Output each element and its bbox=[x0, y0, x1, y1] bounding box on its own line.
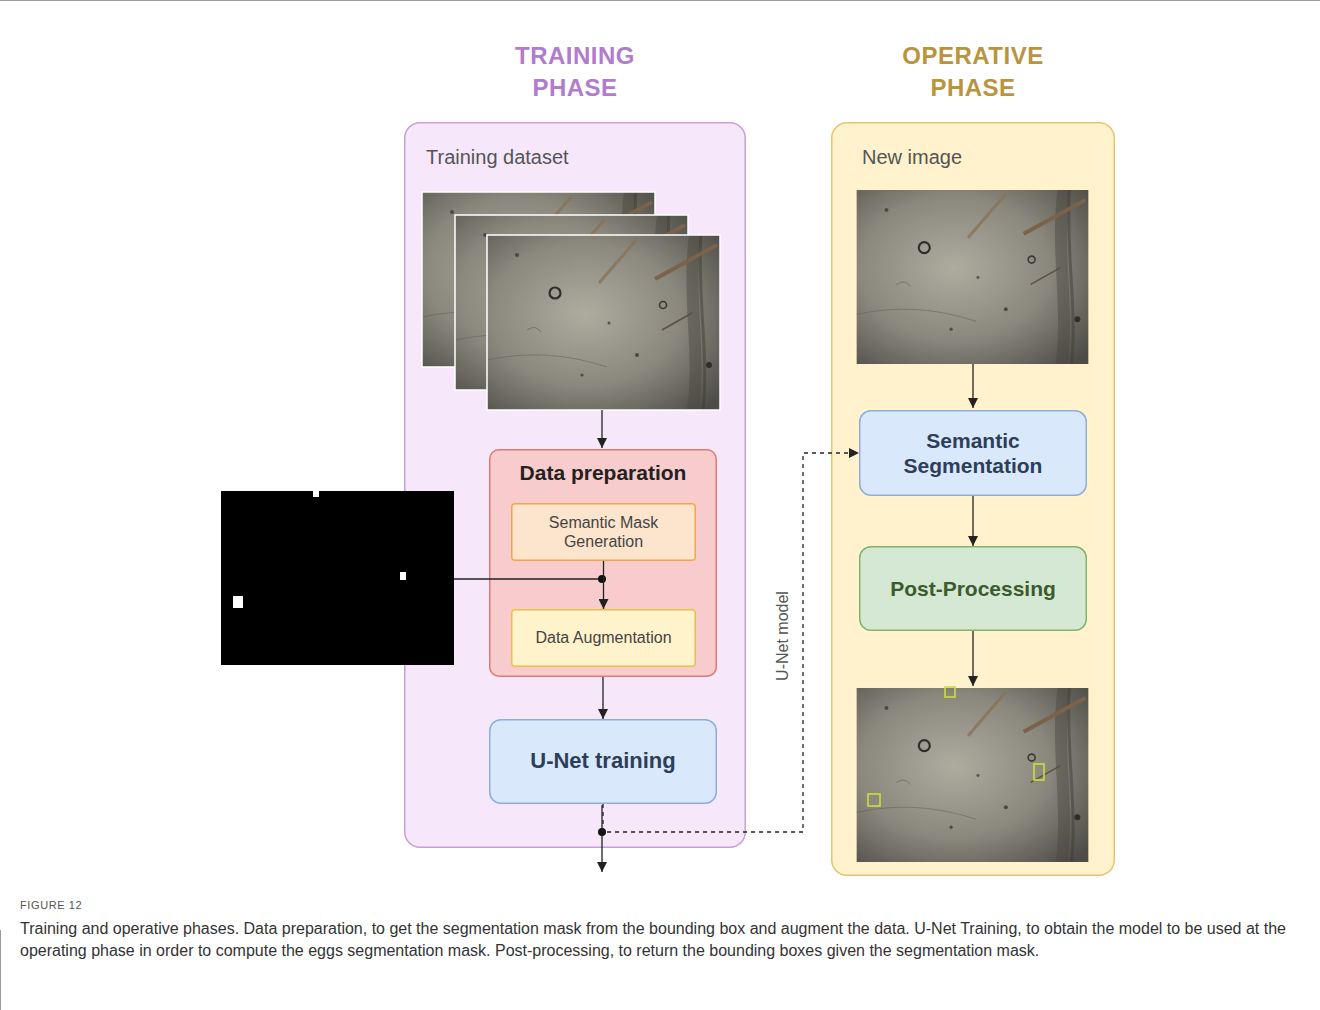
box-label: Post-Processing bbox=[882, 576, 1064, 601]
box-label: Semantic Mask Generation bbox=[511, 513, 696, 551]
training-image bbox=[487, 235, 720, 410]
flow-connector bbox=[603, 453, 859, 832]
flow-connector bbox=[602, 677, 603, 719]
page-frame bbox=[0, 930, 1, 1010]
panel-label: Training dataset bbox=[426, 144, 746, 170]
phase-panel: TRAINING PHASETraining datasetData prepa… bbox=[404, 122, 746, 848]
image-border bbox=[487, 235, 720, 410]
box-label: Data Augmentation bbox=[527, 628, 679, 647]
result-image bbox=[857, 688, 1089, 862]
process-box: Semantic Mask Generation bbox=[511, 503, 696, 561]
process-box: Post-Processing bbox=[859, 546, 1087, 631]
flow-connector bbox=[603, 561, 604, 609]
mask-blob bbox=[313, 491, 319, 497]
process-box: U-Net training bbox=[489, 719, 717, 804]
edge-label-holder: U-Net model bbox=[774, 588, 792, 684]
flow-arrow bbox=[972, 364, 973, 408]
image-border bbox=[455, 215, 688, 390]
training-image bbox=[455, 215, 688, 390]
mask-link bbox=[454, 578, 602, 579]
bounding-box bbox=[1034, 764, 1044, 780]
figure-caption: Training and operative phases. Data prep… bbox=[20, 918, 1295, 962]
flow-arrow bbox=[601, 805, 602, 872]
group-box: Data preparationSemantic Mask Generation… bbox=[489, 449, 717, 677]
training-image bbox=[422, 192, 655, 367]
label-holder: FIGURE 12 bbox=[20, 899, 82, 911]
bounding-box bbox=[945, 687, 955, 697]
edge-label: U-Net model bbox=[774, 588, 792, 684]
caption-holder: Training and operative phases. Data prep… bbox=[20, 918, 1295, 962]
figure-number: FIGURE 12 bbox=[20, 899, 82, 911]
image-border bbox=[422, 192, 655, 367]
new-image bbox=[857, 190, 1089, 364]
junction-dot bbox=[598, 828, 606, 836]
mask-image bbox=[221, 491, 454, 665]
phase-panel: OPERATIVE PHASENew imageSemantic Segment… bbox=[831, 122, 1115, 876]
box-label: U-Net training bbox=[522, 748, 683, 774]
box-label: Semantic Segmentation bbox=[859, 428, 1087, 478]
group-heading: Data preparation bbox=[489, 459, 717, 487]
phase-heading: TRAINING PHASE bbox=[480, 40, 670, 104]
junction-dot bbox=[598, 575, 606, 583]
bounding-box bbox=[868, 794, 880, 806]
process-box: Semantic Segmentation bbox=[859, 410, 1087, 496]
mask-blob bbox=[233, 596, 243, 608]
flow-arrow bbox=[972, 631, 973, 686]
process-box: Data Augmentation bbox=[511, 609, 696, 667]
flow-arrow bbox=[601, 410, 602, 448]
flow-connector bbox=[972, 496, 973, 546]
panel-label: New image bbox=[862, 144, 1115, 170]
page-frame bbox=[0, 0, 1320, 1]
phase-heading: OPERATIVE PHASE bbox=[878, 40, 1068, 104]
mask-blob bbox=[400, 572, 406, 580]
